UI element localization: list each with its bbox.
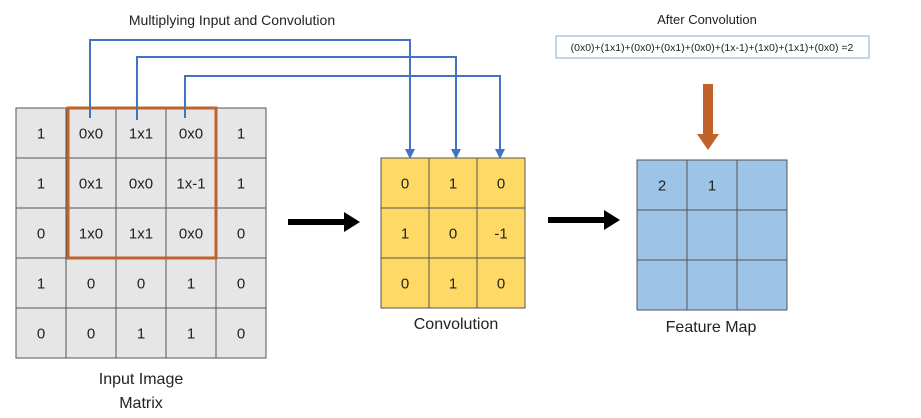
kernel-cell [476,157,526,209]
kernel-cell-value: 0 [449,225,457,242]
input-caption-line1: Input Image [99,371,184,388]
input_matrix-cell-value: 1 [37,275,45,292]
input_matrix-cell-value: 1 [137,325,145,342]
kernel-caption: Convolution [414,316,499,333]
input_matrix-cell-value: 0x1 [79,175,103,192]
input_matrix-cell-value: 0 [37,325,45,342]
input_matrix-cell [65,307,117,359]
input_matrix-cell-value: 1 [237,125,245,142]
connector-line-1 [89,39,415,159]
input_matrix-cell-value: 0x0 [79,125,103,142]
input_matrix-cell [165,207,217,259]
feature_map-cell [736,259,788,311]
input_matrix-cell [115,257,167,309]
flow-arrow-input-to-kernel [288,212,360,232]
formula-text: (0x0)+(1x1)+(0x0)+(0x1)+(0x0)+(1x-1)+(1x… [571,42,854,54]
kernel-cell-value: 1 [401,225,409,242]
kernel-cell-value: -1 [494,225,507,242]
kernel-cell [428,207,478,259]
connector-line-2 [136,56,461,159]
input_matrix-cell [115,107,167,159]
input_matrix-cell-value: 0 [237,325,245,342]
kernel-cell-value: 0 [401,175,409,192]
input_matrix-cell [165,157,217,209]
input_matrix-cell [65,207,117,259]
feature_map-cell [686,209,738,261]
input_matrix-cell [215,207,267,259]
feature_map-cell [636,209,688,261]
input_matrix-cell-value: 1x0 [79,225,103,242]
input_matrix-cell-value: 1x1 [129,225,153,242]
input_matrix-cell-value: 1 [237,175,245,192]
feature_map-cell [636,159,688,211]
input_matrix-cell-value: 0 [237,275,245,292]
input_matrix-cell [215,257,267,309]
flow-arrow-kernel-to-feature [548,210,620,230]
input_matrix-cell-value: 0 [87,325,95,342]
input_matrix-cell-value: 0 [87,275,95,292]
kernel-cell [476,257,526,309]
input_matrix-cell-value: 1 [187,275,195,292]
input_matrix-cell-value: 1 [37,175,45,192]
diagram-title: Multiplying Input and Convolution [129,12,335,28]
input_matrix-cell [15,307,67,359]
kernel-cell-value: 1 [449,275,457,292]
input_matrix-cell [115,207,167,259]
feature_map-cell [636,259,688,311]
input_matrix-cell [115,307,167,359]
kernel-cell-value: 0 [497,275,505,292]
convolution-kernel: 0 1 0 1 0 -1 0 1 0 [380,157,526,309]
input_matrix-cell [15,257,67,309]
input-caption-line2: Matrix [119,395,163,412]
feature_map-cell [686,159,738,211]
formula-box [555,35,870,59]
input_matrix-cell [65,257,117,309]
input_matrix-cell-value: 0x0 [179,225,203,242]
kernel-cell-value: 1 [449,175,457,192]
input_matrix-cell-value: 1 [37,125,45,142]
kernel-cell [380,157,430,209]
input_matrix-cell-value: 1x1 [129,125,153,142]
input_matrix-cell-value: 0 [137,275,145,292]
feature_map-cell-value: 1 [708,177,716,194]
kernel-cell [428,157,478,209]
down-arrow-head [697,134,719,150]
input_matrix-cell-value: 0x0 [129,175,153,192]
input_matrix-cell-value: 0 [237,225,245,242]
feature_map-cell [736,159,788,211]
after-convolution-title: After Convolution [657,12,757,27]
input_matrix-cell [15,107,67,159]
feature_map-cell [736,209,788,261]
feature_map-cell [686,259,738,311]
input_matrix-cell [165,257,217,309]
kernel-cell [428,257,478,309]
feature-map-caption: Feature Map [666,319,757,336]
input_matrix-cell-value: 1 [187,325,195,342]
input_matrix-cell-value: 0x0 [179,125,203,142]
input_matrix-cell-value: 1x-1 [176,175,205,192]
down-arrow-shaft [703,84,713,136]
kernel-cell-value: 0 [497,175,505,192]
kernel-cell-value: 0 [401,275,409,292]
input-image-matrix: 1 0x0 1x1 0x0 1 1 0x1 0x0 1x-1 1 0 1x0 1x1 0x0 0 1 0 0 1 0 0… [15,107,267,359]
receptive-field-highlight [66,106,218,260]
input_matrix-cell [115,157,167,209]
feature_map-cell-value: 2 [658,177,666,194]
input_matrix-cell-value: 0 [37,225,45,242]
input_matrix-cell [165,307,217,359]
input_matrix-cell [215,307,267,359]
connector-line-3 [184,75,505,159]
